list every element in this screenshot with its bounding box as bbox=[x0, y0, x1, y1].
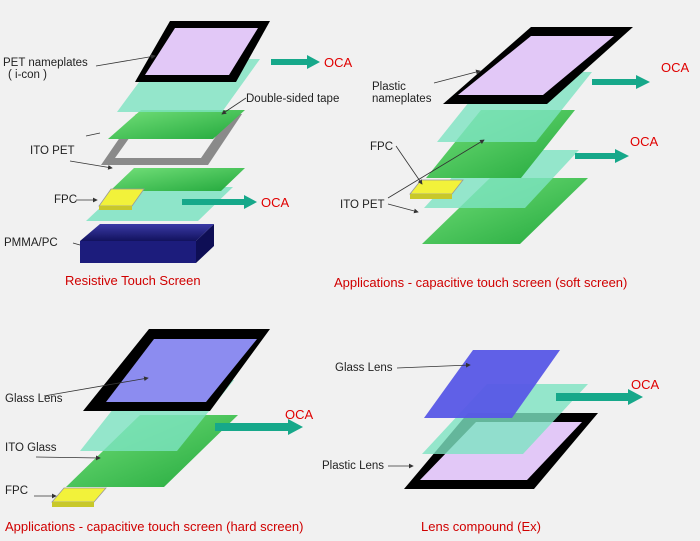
ito-glass-label: ITO Glass bbox=[5, 442, 57, 454]
pmma-pc-label: PMMA/PC bbox=[4, 237, 58, 249]
fpc-tab-edge bbox=[410, 194, 452, 199]
leader-line bbox=[221, 97, 247, 115]
oca-arrow-icon bbox=[556, 389, 643, 405]
plastic-nameplates-label: Plastic bbox=[372, 81, 406, 93]
pet-nameplates-label-sub: ( i-con ) bbox=[8, 69, 47, 81]
leader-line bbox=[395, 145, 423, 185]
leader-line bbox=[433, 69, 481, 84]
caption-capacitive-hard: Applications - capacitive touch screen (… bbox=[5, 519, 303, 534]
fpc-tab-edge bbox=[52, 502, 94, 507]
plastic-nameplates-label-sub: nameplates bbox=[372, 93, 432, 105]
leader-line bbox=[43, 376, 149, 397]
leader-line bbox=[85, 132, 101, 137]
oca-arrow-icon bbox=[215, 419, 303, 435]
fpc-tab bbox=[51, 487, 107, 503]
pmma-block-top bbox=[80, 224, 214, 241]
ito-pet-label: ITO PET bbox=[30, 145, 75, 157]
caption-lens-compound: Lens compound (Ex) bbox=[421, 519, 541, 534]
panel-capacitive-hard: Glass Lens ITO Glass FPC OCA Application… bbox=[5, 329, 314, 534]
leader-line bbox=[35, 455, 101, 461]
ito-pet-lower-layer bbox=[110, 168, 245, 191]
panel-resistive: PET nameplates ( i-con ) Double-sided ta… bbox=[3, 21, 353, 288]
fpc-tab-edge bbox=[99, 206, 132, 210]
oca-film bbox=[422, 384, 588, 454]
glass-lens-layer bbox=[424, 350, 560, 418]
glass-lens-label: Glass Lens bbox=[335, 362, 393, 374]
glass-lens-window bbox=[106, 339, 257, 402]
plastic-lens-label: Plastic Lens bbox=[322, 460, 384, 472]
plastic-nameplate-window bbox=[458, 36, 614, 95]
panel-lens-compound: Glass Lens Plastic Lens OCA Lens compoun… bbox=[322, 350, 660, 534]
oca-label: OCA bbox=[661, 60, 690, 75]
glass-lens-label: Glass Lens bbox=[5, 393, 63, 405]
oca-film-mid bbox=[424, 150, 579, 208]
pet-nameplate-window bbox=[145, 28, 258, 75]
panel-capacitive-soft: Plastic nameplates FPC ITO PET OCA OCA A… bbox=[334, 27, 690, 290]
leader-line bbox=[387, 203, 419, 214]
oca-label: OCA bbox=[261, 195, 290, 210]
leader-line bbox=[396, 362, 471, 369]
fpc-label: FPC bbox=[370, 141, 393, 153]
leader-line bbox=[69, 160, 113, 170]
oca-arrow-icon bbox=[575, 149, 629, 163]
caption-capacitive-soft: Applications - capacitive touch screen (… bbox=[334, 275, 627, 290]
leader-line bbox=[72, 242, 81, 246]
ito-pet-lower-layer bbox=[422, 178, 588, 244]
caption-resistive: Resistive Touch Screen bbox=[65, 273, 201, 288]
pmma-block-front bbox=[80, 241, 196, 263]
oca-label: OCA bbox=[324, 55, 353, 70]
oca-label: OCA bbox=[631, 377, 660, 392]
pet-nameplates-label: PET nameplates bbox=[3, 57, 88, 69]
ito-pet-upper-layer bbox=[108, 110, 245, 139]
leader-line bbox=[95, 54, 156, 67]
fpc-label: FPC bbox=[54, 194, 77, 206]
oca-arrow-icon bbox=[271, 55, 320, 69]
oca-label: OCA bbox=[630, 134, 659, 149]
oca-label: OCA bbox=[285, 407, 314, 422]
double-sided-tape-label: Double-sided tape bbox=[246, 93, 339, 105]
fpc-label: FPC bbox=[5, 485, 28, 497]
leader-line bbox=[387, 139, 485, 199]
ito-pet-label: ITO PET bbox=[340, 199, 385, 211]
oca-arrow-icon bbox=[182, 195, 257, 209]
oca-arrow-icon bbox=[592, 75, 650, 89]
